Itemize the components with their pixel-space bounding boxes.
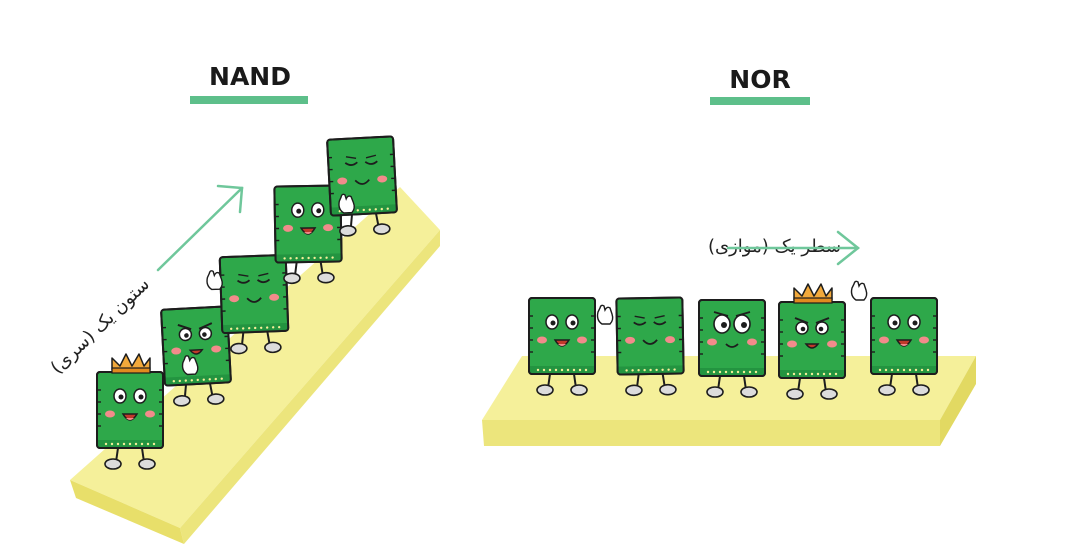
crown-icon — [793, 283, 833, 304]
hand-icon — [850, 280, 868, 301]
hand-icon — [596, 304, 614, 325]
nor-arrow-icon — [726, 230, 861, 266]
nand-title-underline — [190, 96, 308, 104]
nor-title-underline — [710, 97, 810, 105]
crown-icon — [111, 353, 151, 374]
nor-flat-platform — [482, 356, 976, 446]
nand-title: NAND — [209, 62, 291, 91]
nor-caption: سطر یک (موازی) — [708, 236, 841, 257]
nand-panel: NAND ستون یک (سری) — [47, 62, 440, 544]
nand-arrow-icon — [156, 184, 244, 272]
nor-panel: NOR سطر یک (موازی) — [482, 65, 976, 446]
nor-title: NOR — [729, 65, 790, 94]
